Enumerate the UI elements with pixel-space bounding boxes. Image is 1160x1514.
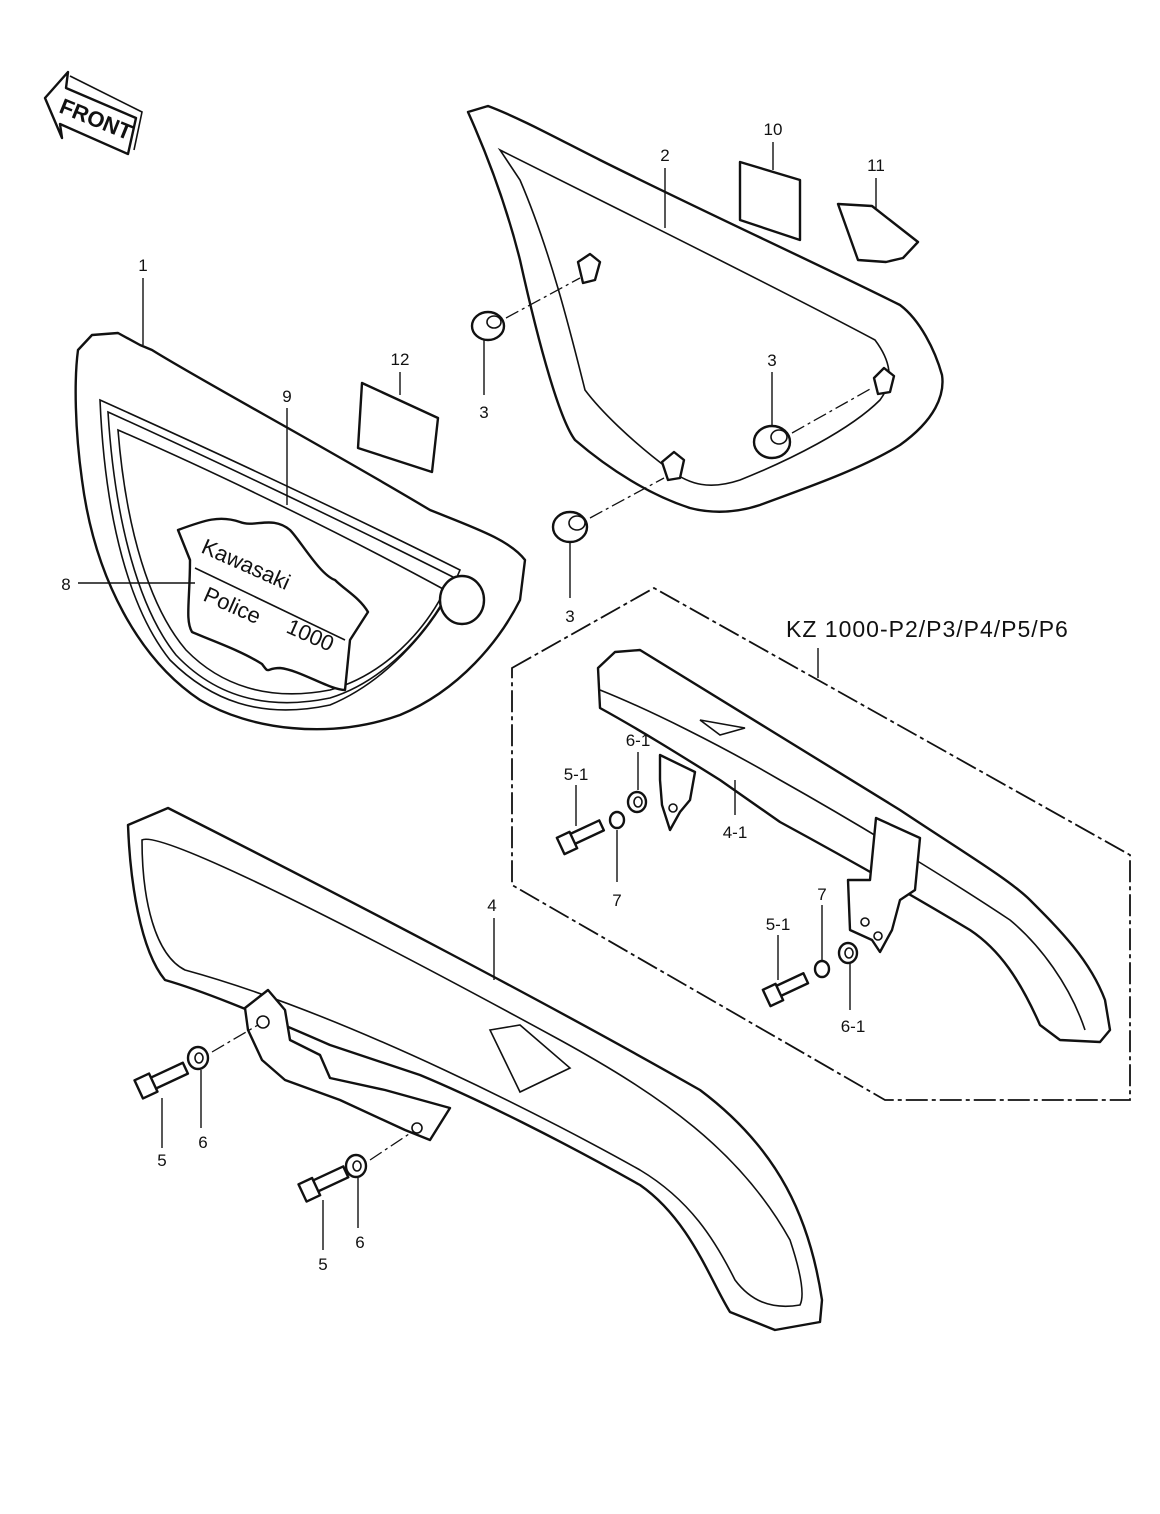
callout-5b: 5 — [318, 1255, 327, 1274]
callout-2: 2 — [660, 146, 669, 165]
callout-8: 8 — [61, 575, 70, 594]
leader-lines — [78, 142, 877, 1250]
lockwasher-7b — [813, 959, 831, 979]
callout-12: 12 — [391, 350, 410, 369]
chain-guard-variant — [596, 648, 1112, 1044]
front-arrow-icon — [43, 70, 138, 156]
callout-3c: 3 — [565, 607, 574, 626]
label-12 — [356, 381, 440, 474]
callout-3b: 3 — [767, 351, 776, 370]
side-cover-left: Kawasaki Police 1000 — [74, 331, 527, 731]
callout-3a: 3 — [479, 403, 488, 422]
label-10 — [738, 160, 802, 242]
grommet-c — [551, 510, 589, 544]
callout-6b: 6 — [355, 1233, 364, 1252]
callout-5-1b: 5-1 — [766, 915, 791, 934]
callout-6-1b: 6-1 — [841, 1017, 866, 1036]
washer-6-1b — [837, 941, 859, 965]
callouts: 1 2 10 11 12 9 8 3 3 3 4-1 5-1 6-1 7 5-1… — [61, 120, 885, 1274]
callout-7b: 7 — [817, 885, 826, 904]
label-11 — [836, 202, 920, 264]
bolt-5a — [133, 1061, 190, 1100]
bolt-5-1b — [761, 972, 810, 1008]
callout-5a: 5 — [157, 1151, 166, 1170]
washer-6b — [344, 1153, 368, 1179]
bolt-5b — [297, 1165, 350, 1203]
grommet-a — [470, 310, 506, 342]
washer-6a — [186, 1045, 210, 1071]
cover-knob — [438, 574, 486, 626]
callout-7a: 7 — [612, 891, 621, 910]
front-arrow: FRONT — [43, 70, 143, 156]
lockwasher-7a — [608, 810, 626, 830]
callout-4-1: 4-1 — [723, 823, 748, 842]
variant-title: KZ 1000-P2/P3/P4/P5/P6 — [786, 616, 1069, 642]
bolt-5-1a — [555, 819, 606, 856]
callout-6-1a: 6-1 — [626, 731, 651, 750]
washer-6-1a — [626, 790, 648, 814]
chain-guard — [126, 806, 824, 1332]
variant-box — [511, 586, 1131, 1101]
callout-6a: 6 — [198, 1133, 207, 1152]
callout-11: 11 — [867, 156, 885, 175]
grommet-b — [752, 424, 792, 460]
side-cover-right — [466, 104, 944, 513]
callout-4: 4 — [487, 896, 496, 915]
callout-1: 1 — [138, 256, 147, 275]
callout-5-1a: 5-1 — [564, 765, 589, 784]
callout-9: 9 — [282, 387, 291, 406]
callout-10: 10 — [764, 120, 783, 139]
emblem-badge: Kawasaki Police 1000 — [176, 517, 370, 692]
